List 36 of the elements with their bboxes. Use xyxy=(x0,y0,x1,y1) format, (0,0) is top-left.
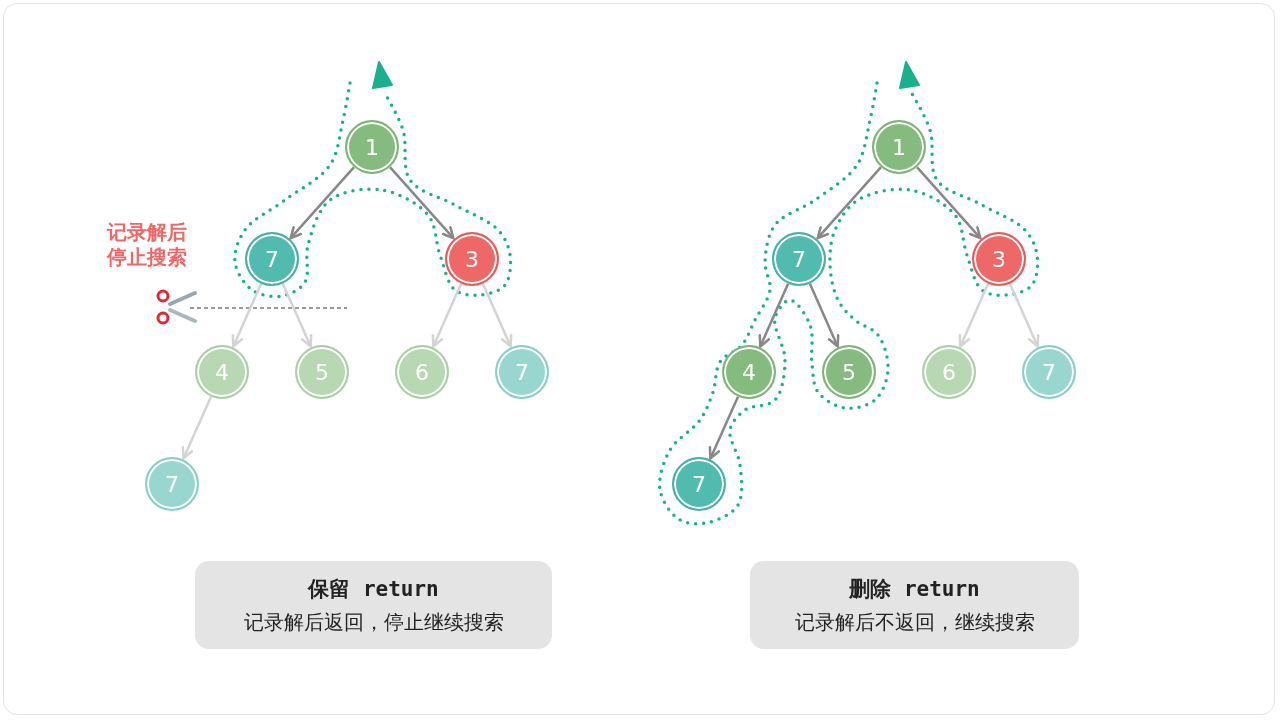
caption-text: 记录解后不返回，继续搜索 xyxy=(794,608,1035,636)
caption-panel xyxy=(195,561,552,649)
arrow xyxy=(958,283,990,348)
caption-heading: 删除 return xyxy=(849,575,980,603)
arrow xyxy=(231,283,263,348)
arrow xyxy=(181,396,213,460)
tree-node: 7 xyxy=(672,457,726,511)
arrow xyxy=(281,283,313,348)
tree-node: 3 xyxy=(972,232,1026,286)
tree-node: 7 xyxy=(245,232,299,286)
arrow xyxy=(389,166,455,240)
arrow xyxy=(808,283,840,348)
arrow xyxy=(758,283,790,348)
arrow xyxy=(289,166,355,240)
tree-node: 4 xyxy=(722,345,776,399)
tree-node: 5 xyxy=(295,345,349,399)
caption-heading: 保留 return xyxy=(308,575,439,603)
tree-node: 1 xyxy=(872,120,926,174)
arrow xyxy=(708,396,740,460)
tree-node: 4 xyxy=(195,345,249,399)
arrow xyxy=(1008,283,1040,348)
tree-node: 7 xyxy=(772,232,826,286)
tree-node: 7 xyxy=(1022,345,1076,399)
arrow xyxy=(916,166,982,240)
caption-panel xyxy=(750,561,1079,649)
tree-node: 3 xyxy=(445,232,499,286)
tree-node: 1 xyxy=(345,120,399,174)
tree-node: 6 xyxy=(922,345,976,399)
note-text: 记录解后停止搜索 xyxy=(107,220,187,270)
tree-node: 5 xyxy=(822,345,876,399)
arrow xyxy=(816,166,882,240)
tree-node: 7 xyxy=(145,457,199,511)
tree-node: 7 xyxy=(495,345,549,399)
caption-text: 记录解后返回，停止继续搜索 xyxy=(243,608,504,636)
arrow xyxy=(481,283,513,348)
tree-node: 6 xyxy=(395,345,449,399)
